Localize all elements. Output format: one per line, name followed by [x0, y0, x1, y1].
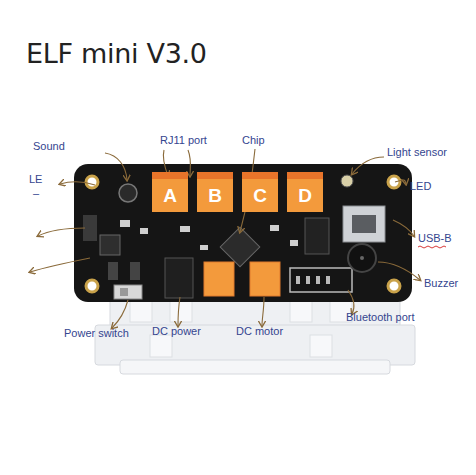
diagram-title: ELF mini V3.0 — [26, 38, 207, 69]
rj11-port: C — [242, 172, 278, 212]
part-label: LE — [29, 173, 42, 185]
part-label: USB-B — [418, 232, 452, 244]
part-label: DC power — [152, 325, 201, 337]
part-label: Bluetooth port — [346, 311, 415, 323]
rj11-port: B — [197, 172, 233, 212]
part-label: RJ11 port — [160, 134, 207, 146]
part-label: Light sensor — [387, 146, 447, 158]
part-label: Sound — [33, 140, 65, 152]
port-letter: D — [298, 185, 312, 207]
port-letter: C — [253, 185, 267, 207]
rj11-port: D — [287, 172, 323, 212]
rj11-port: A — [152, 172, 188, 212]
port-letter: A — [163, 185, 177, 207]
part-label: Power switch — [64, 327, 129, 339]
part-label: LED — [410, 180, 431, 192]
part-label: – — [33, 187, 39, 199]
port-letter: B — [208, 185, 222, 207]
part-label: Buzzer — [424, 277, 458, 289]
part-label: Chip — [242, 134, 265, 146]
part-label: DC motor — [236, 325, 283, 337]
